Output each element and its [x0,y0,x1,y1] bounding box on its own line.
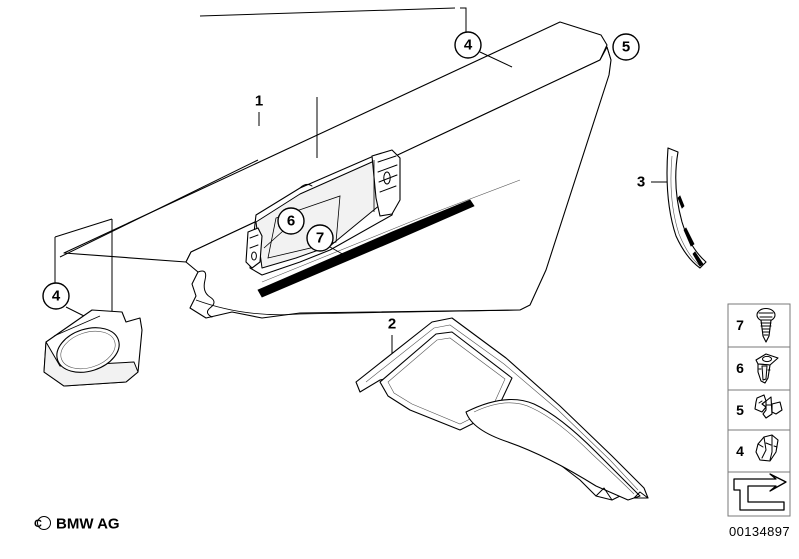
trim-bead-highlight [261,179,521,283]
part-1-dashboard-trim-panel[interactable] [63,21,612,319]
console-trim-inner-edge [365,324,639,491]
callout-3-label: 3 [637,174,645,191]
callout-6-circle[interactable] [277,207,305,235]
trim-strip-body [666,147,707,269]
leader-4-upper-stem [460,7,467,34]
screw-icon [756,307,776,343]
dashboard-trim-left-break [197,270,215,318]
legend-row-4-number: 4 [736,443,744,459]
callout-6-label: 6 [287,213,295,230]
callout-5-label: 5 [622,39,630,56]
recess-shadow-strip [257,199,475,298]
legend-row-6-number: 6 [736,360,744,376]
callout-4-lower-circle[interactable] [42,282,70,310]
bmw-copyright: C BMW AG [34,516,120,533]
handle-surround-bevel [53,315,101,337]
legend-table: 7 6 [727,303,791,539]
copyright-c-glyph: C [34,518,42,530]
trim-strip-shade-b [683,227,695,247]
handle-surround-oval-inner [60,330,116,370]
glovebox-hinge-bracket [245,227,263,269]
pointer-7 [329,246,347,257]
leader-4-upper-pointer [479,51,513,68]
callout-7-label: 7 [316,230,324,247]
callout-4-upper-label: 4 [464,37,473,54]
leader-4-lower-arm [54,218,113,238]
latch-detail-a [377,155,397,163]
console-oval-opening-inner [473,402,635,495]
callout-4-upper-circle[interactable] [454,31,482,59]
latch-detail-c [378,174,398,183]
copyright-symbol-icon [37,516,51,530]
diagram-id-number: 00134897 [729,524,790,539]
trim-strip-shade-c [692,251,704,267]
latch-detail-b [377,164,398,173]
latch-detail-d [379,185,397,193]
callout-5-circle[interactable] [612,33,640,61]
leader-4-upper-arm [199,7,456,17]
leader-1-diagonal [59,159,259,258]
legend-row-5-number: 5 [736,402,744,418]
panel-right-edge [606,46,612,61]
handle-surround-oval-opening [56,327,120,373]
callout-1-label: 1 [255,93,263,110]
metal-clip-icon [754,394,783,419]
leader-lines-group [54,7,672,372]
hinge-detail-b [249,244,259,249]
callout-4-lower-label: 4 [52,288,61,305]
dashboard-trim-lower-contour [195,299,521,316]
callout-markers: 1 2 3 4 4 5 6 7 [42,31,645,333]
legend-row-7-number: 7 [736,317,744,333]
console-tail-notch [633,491,649,499]
console-oval-opening [465,399,641,501]
hinge-detail-a [249,234,259,239]
callout-2-label: 2 [388,316,396,333]
part-3-door-trim-strip[interactable] [666,147,707,269]
trim-strip-shade-a [677,195,685,209]
recess-upper-notch [299,183,313,189]
pointer-6 [263,230,284,249]
hinge-hole [251,251,257,261]
part-4-door-handle-surround[interactable] [43,309,143,387]
callout-7-circle[interactable] [306,224,334,252]
trim-strip-inner-line [670,155,701,267]
spring-clip-icon [755,434,779,462]
bmw-ag-label: BMW AG [56,516,120,533]
console-tail-notch-2 [595,487,613,501]
part-2-center-console-trim[interactable] [355,317,649,501]
latch-hole [383,171,391,185]
direction-arrow-icon [733,473,787,511]
expanding-rivet-icon [755,353,779,384]
